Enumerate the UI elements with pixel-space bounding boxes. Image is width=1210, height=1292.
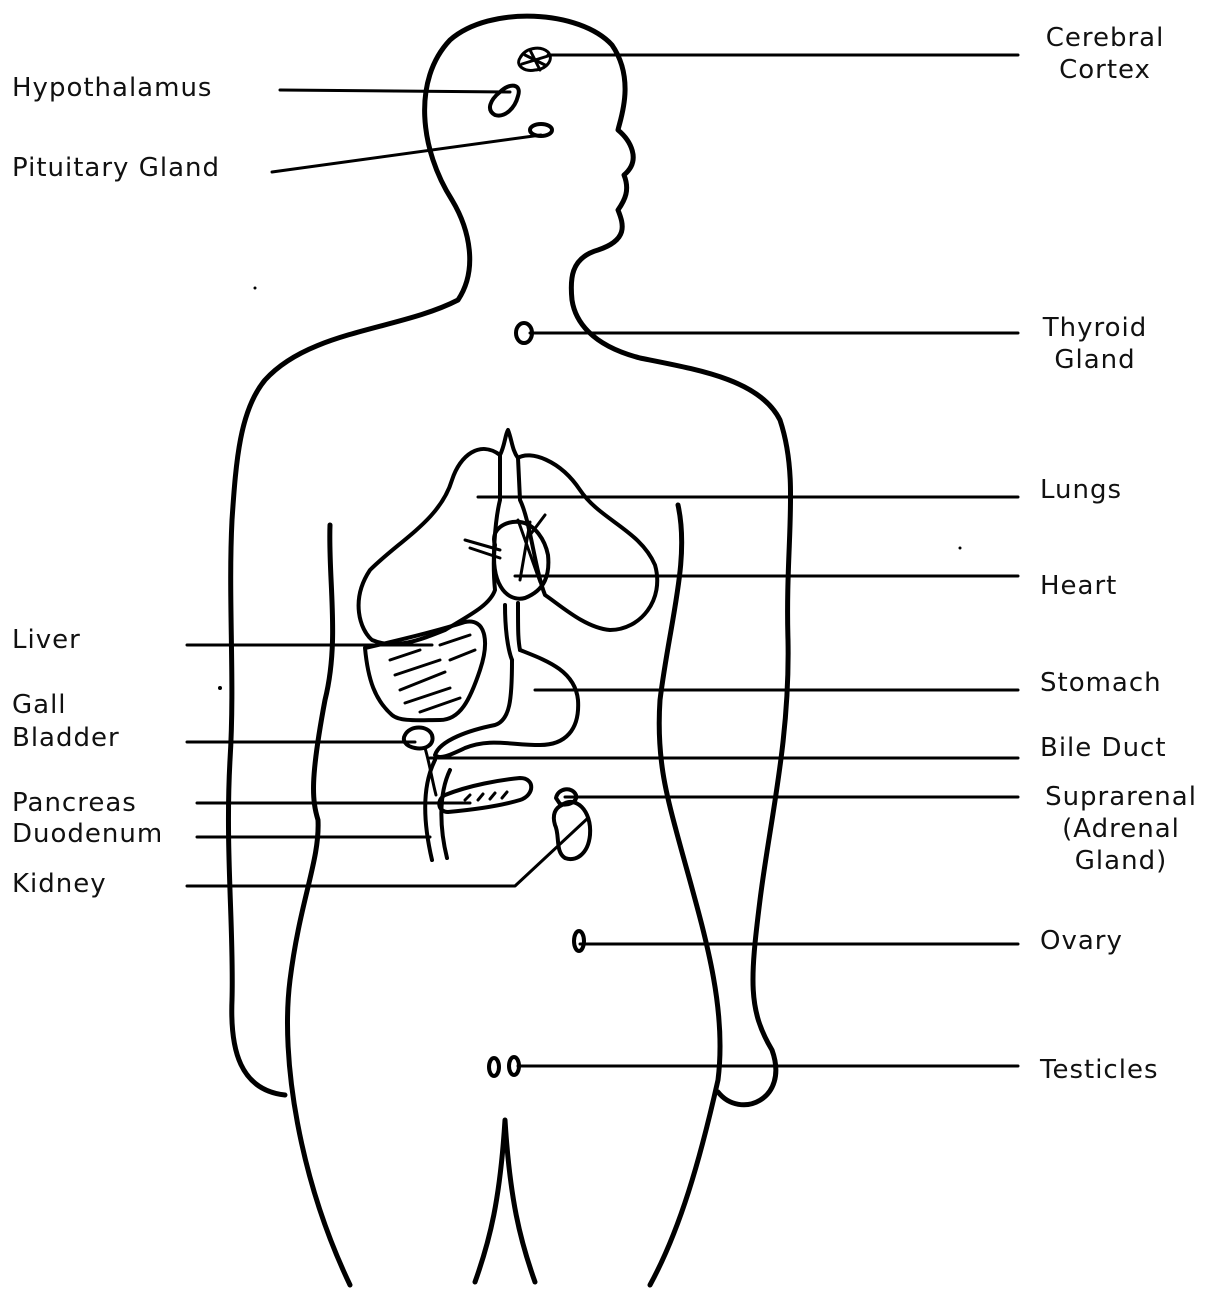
trachea	[500, 430, 518, 458]
dot-mark	[254, 287, 257, 290]
esophagus	[505, 603, 520, 660]
label-cerebral-line2: Cortex	[1030, 54, 1180, 86]
label-thyroid-line1: Thyroid	[1030, 312, 1160, 344]
label-heart: Heart	[1040, 570, 1117, 602]
leader-kidney	[187, 818, 588, 886]
label-thyroid-line2: Gland	[1030, 344, 1160, 376]
pancreas-texture	[465, 792, 507, 800]
right-lung-organ	[518, 455, 657, 630]
label-duodenum: Duodenum	[12, 818, 163, 850]
label-pancreas: Pancreas	[12, 787, 137, 819]
gall-bladder-organ	[404, 728, 433, 749]
label-testicles: Testicles	[1040, 1054, 1158, 1086]
hypothalamus-organ	[490, 86, 519, 116]
label-gall-bladder-line2: Bladder	[12, 722, 120, 754]
dot-mark	[218, 686, 222, 690]
label-gall-bladder-line1: Gall	[12, 689, 67, 721]
stomach-organ	[435, 650, 578, 757]
label-ovary: Ovary	[1040, 925, 1123, 957]
ovary-organ	[574, 931, 584, 951]
label-suprarenal-line2: (Adrenal	[1036, 813, 1206, 845]
right-arm-inner	[650, 505, 720, 1285]
leader-lines	[187, 55, 1018, 1066]
label-liver: Liver	[12, 624, 81, 656]
label-bile-duct: Bile Duct	[1040, 732, 1167, 764]
label-suprarenal: Suprarenal (Adrenal Gland)	[1036, 781, 1206, 877]
liver-hatching	[390, 635, 475, 712]
pancreas-organ	[439, 778, 531, 812]
leader-pituitary	[272, 135, 541, 172]
leg-gap	[475, 1120, 535, 1282]
label-cerebral-line1: Cerebral	[1030, 22, 1180, 54]
testicle-left-organ	[489, 1058, 499, 1076]
label-hypothalamus: Hypothalamus	[12, 72, 212, 104]
left-arm-inner	[288, 525, 351, 1285]
label-pituitary-gland: Pituitary Gland	[12, 152, 220, 184]
cerebral-cortex-organ	[519, 48, 551, 70]
left-lung-organ	[359, 449, 500, 644]
label-suprarenal-line3: Gland)	[1036, 845, 1206, 877]
leader-hypothalamus	[280, 90, 510, 92]
label-stomach: Stomach	[1040, 667, 1162, 699]
label-cerebral-cortex: Cerebral Cortex	[1030, 22, 1180, 86]
label-lungs: Lungs	[1040, 474, 1122, 506]
label-suprarenal-line1: Suprarenal	[1036, 781, 1206, 813]
label-kidney: Kidney	[12, 868, 107, 900]
label-thyroid-gland: Thyroid Gland	[1030, 312, 1160, 376]
dot-mark	[959, 547, 962, 550]
kidney-organ	[554, 802, 590, 859]
